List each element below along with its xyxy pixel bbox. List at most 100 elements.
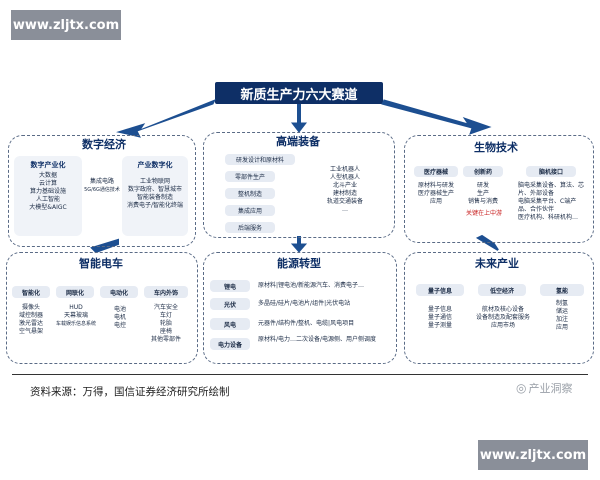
list-item: 北斗产业 bbox=[332, 182, 357, 189]
list-item: 脑电采集设备、算法、芯片、外部设备 bbox=[518, 182, 585, 197]
list-item: 生产 bbox=[476, 190, 489, 197]
hiend-left-item: 零部件生产 bbox=[225, 171, 275, 182]
list-item: 车载娱乐信息系统 bbox=[55, 321, 96, 327]
panel-future-industries bbox=[404, 252, 594, 364]
ev-col4: 汽车安全 车灯 轮胎 座椅 其他零部件 bbox=[140, 304, 192, 344]
list-item: 加注 bbox=[555, 316, 568, 323]
energy-row-text: 原材料|锂电池/新能源汽车、消费电子… bbox=[258, 282, 365, 289]
list-item: 大模型&AIGC bbox=[29, 204, 67, 211]
digital-dig-head: 产业数字化 bbox=[137, 161, 173, 169]
digital-industrialization-box bbox=[14, 156, 82, 236]
arrow-hiend-icon bbox=[290, 122, 308, 133]
future-col1: 量子信息 量子通信 量子测量 bbox=[414, 306, 466, 330]
energy-row-label: 电力设备 bbox=[210, 338, 250, 350]
list-item: … bbox=[342, 206, 348, 213]
panel-smart-ev bbox=[6, 252, 198, 364]
energy-title: 能源转型 bbox=[270, 256, 328, 270]
list-item: 应用市场 bbox=[490, 322, 515, 329]
bio-col1: 原材料与研发 医疗器械生产 应用 bbox=[408, 182, 464, 206]
list-item: 激光雷达 bbox=[18, 320, 43, 327]
list-item: 大数据 bbox=[38, 172, 57, 179]
list-item: 摄像头 bbox=[21, 304, 40, 311]
energy-row-text: 元器件/结构件/整机、电缆|风电项目 bbox=[258, 320, 355, 327]
list-item: 制氢 bbox=[555, 300, 568, 307]
list-item: 域控制器 bbox=[18, 312, 43, 319]
hiend-title: 高端装备 bbox=[270, 134, 326, 148]
list-item: 智能装备制造 bbox=[136, 194, 173, 201]
source-divider bbox=[12, 374, 588, 375]
arrow-bio-icon bbox=[381, 99, 492, 135]
energy-row-label: 光伏 bbox=[210, 298, 250, 310]
weibo-icon: ◎ bbox=[516, 381, 527, 395]
panel-digital-economy bbox=[8, 135, 196, 247]
list-item: 集成电路 bbox=[89, 178, 114, 185]
digital-ind-head: 数字产业化 bbox=[30, 161, 66, 169]
list-item: 医疗机构、科研机构… bbox=[518, 214, 579, 221]
future-col3: 制氢 储运 加注 应用 bbox=[540, 300, 584, 332]
list-item: 消费电子/智能化终端 bbox=[126, 202, 184, 209]
list-item: 5G/6G通信技术 bbox=[84, 187, 120, 193]
source-note: 资料来源：万得，国信证券经济研究所绘制 bbox=[30, 386, 230, 398]
energy-row-text: 原材料/电力…二次设备/电源侧、用户侧调度 bbox=[258, 336, 377, 343]
industrial-digitalization-box bbox=[122, 156, 188, 236]
bio-head: 脑机接口 bbox=[526, 166, 576, 177]
list-item: 应用 bbox=[429, 198, 442, 205]
panel-biotech bbox=[404, 135, 594, 243]
brand-mark: ◎ 产业洞察 bbox=[516, 380, 572, 396]
bio-head: 医疗器械 bbox=[414, 166, 458, 177]
list-item: 销售与消费 bbox=[467, 198, 498, 205]
future-head: 低空经济 bbox=[478, 284, 526, 296]
list-item: 人工智能 bbox=[35, 196, 60, 203]
list-item: 储运 bbox=[555, 308, 568, 315]
watermark-bottom: www.zljtx.com bbox=[478, 440, 588, 470]
digital-dig-list: 工业物联网 数字政府、智慧城市 智能装备制造 消费电子/智能化终端 bbox=[122, 178, 188, 210]
list-item: 人型机器人 bbox=[329, 174, 360, 181]
ev-head: 网联化 bbox=[56, 286, 94, 298]
list-item: 汽车安全 bbox=[153, 304, 178, 311]
list-item: 工业机器人 bbox=[329, 166, 360, 173]
future-title: 未来产业 bbox=[468, 256, 526, 270]
list-item: 车灯 bbox=[159, 312, 172, 319]
list-item: 电脑采集平台、C端产品、合作伙伴 bbox=[518, 198, 577, 213]
energy-row-label: 风电 bbox=[210, 318, 250, 330]
future-head: 氢能 bbox=[540, 284, 584, 296]
hiend-left-item: 研发设计和原材料 bbox=[225, 154, 295, 165]
arrow-digital-icon bbox=[116, 99, 217, 138]
bio-title: 生物技术 bbox=[468, 140, 524, 154]
list-item: 量子通信 bbox=[427, 314, 452, 321]
list-item: 云计算 bbox=[38, 180, 57, 187]
arrow-future-icon bbox=[475, 234, 499, 251]
ev-col3: 电池 电机 电控 bbox=[100, 306, 140, 330]
list-item: 算力基础设施 bbox=[29, 188, 66, 195]
ev-head: 智能化 bbox=[12, 286, 50, 298]
hiend-right-list: 工业机器人 人型机器人 北斗产业 建材制造 轨道交通装备 … bbox=[310, 166, 380, 214]
brand-text: 产业洞察 bbox=[528, 382, 573, 395]
list-item: 量子信息 bbox=[427, 306, 452, 313]
digital-middle: 集成电路 5G/6G通信技术 bbox=[82, 178, 122, 194]
list-item: 轨道交通装备 bbox=[326, 198, 363, 205]
list-item: 电机 bbox=[113, 314, 126, 321]
bio-head: 创新药 bbox=[463, 166, 503, 177]
ev-head: 车内外饰 bbox=[144, 286, 188, 298]
future-head: 量子信息 bbox=[416, 284, 464, 296]
list-item: 设备制造及配套服务 bbox=[475, 314, 530, 321]
list-item: 空气悬架 bbox=[18, 328, 43, 335]
ev-title: 智能电车 bbox=[70, 256, 132, 270]
list-item: 航材及核心设备 bbox=[481, 306, 524, 313]
ev-head: 电动化 bbox=[100, 286, 138, 298]
list-item: 应用 bbox=[555, 324, 568, 331]
list-item: 工业物联网 bbox=[139, 178, 170, 185]
list-item: 研发 bbox=[476, 182, 489, 189]
digital-ind-list: 大数据 云计算 算力基础设施 人工智能 大模型&AIGC bbox=[14, 172, 82, 212]
hiend-left-item: 集成应用 bbox=[225, 205, 275, 216]
future-col2: 航材及核心设备 设备制造及配套服务 应用市场 bbox=[468, 306, 538, 330]
list-item: 座椅 bbox=[159, 328, 172, 335]
list-item: 量子测量 bbox=[427, 322, 452, 329]
list-item: 电控 bbox=[113, 322, 126, 329]
bio-col2: 研发 生产 销售与消费 bbox=[461, 182, 505, 206]
list-item: 建材制造 bbox=[332, 190, 357, 197]
arrow-energy-icon bbox=[290, 243, 308, 253]
main-title: 新质生产力六大赛道 bbox=[215, 82, 383, 104]
watermark-top: www.zljtx.com bbox=[11, 10, 121, 40]
